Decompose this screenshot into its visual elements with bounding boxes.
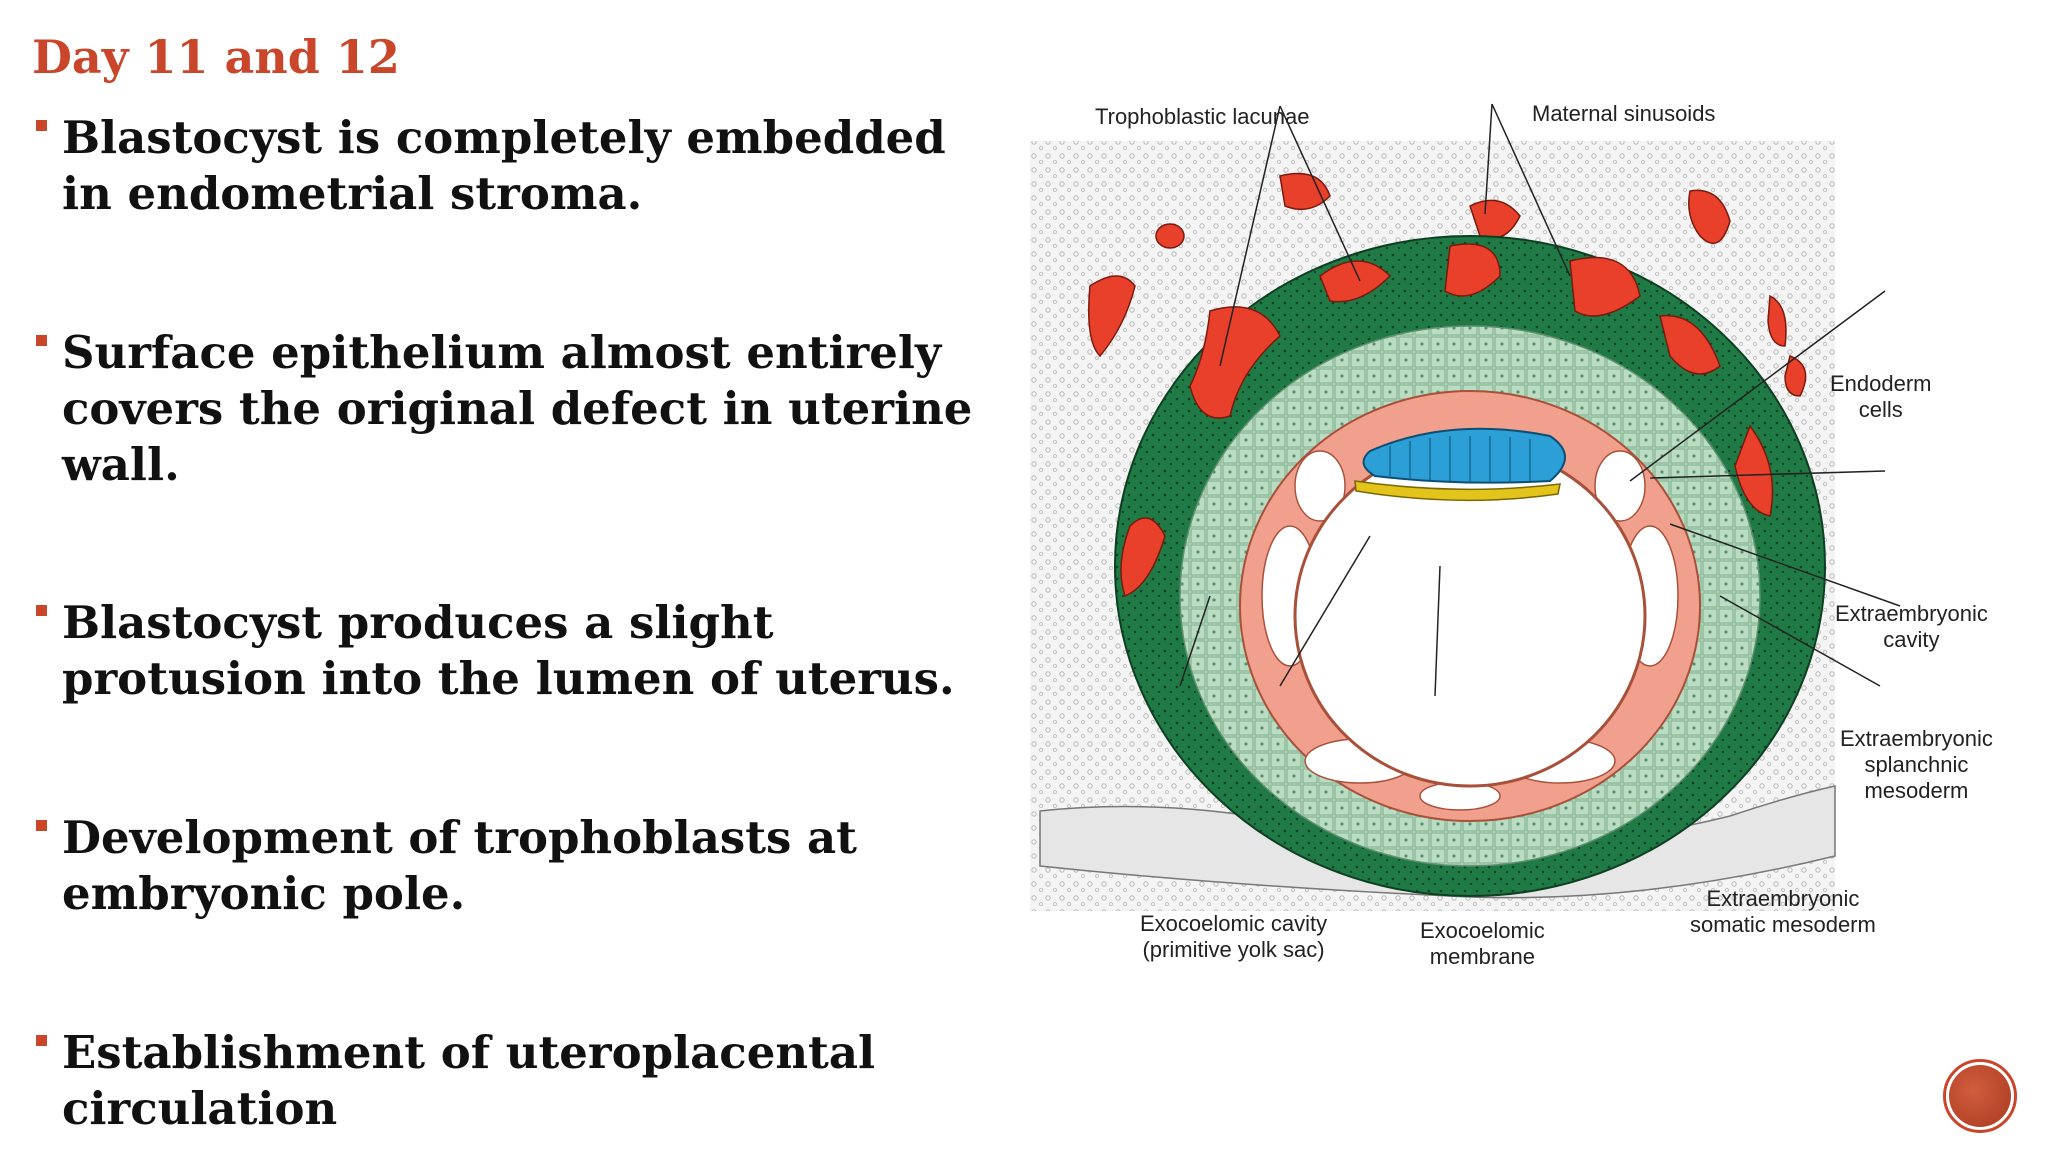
bullet-item: Blastocyst is completely embedded in end… [32, 110, 992, 222]
nav-circle-icon [1949, 1065, 2011, 1127]
implantation-diagram: Trophoblastic lacunae Maternal sinusoids… [1030, 96, 2030, 976]
bullet-item: Development of trophoblasts at embryonic… [32, 810, 992, 922]
label-line: Exocoelomic cavity [1140, 911, 1328, 936]
slide-title: Day 11 and 12 [32, 30, 400, 84]
blastocyst-illustration [1030, 103, 1901, 911]
label-line: cells [1858, 397, 1903, 422]
label-line: somatic mesoderm [1690, 912, 1876, 937]
bullet-line: Surface epithelium almost entirely [62, 326, 942, 379]
bullet-line: Establishment of uteroplacental [62, 1026, 876, 1079]
label-line: mesoderm [1864, 778, 1969, 803]
maternal-sinusoids [1088, 172, 1807, 397]
bullet-square-icon [36, 120, 47, 131]
slide-nav-button[interactable] [1943, 1059, 2017, 1133]
bullet-line: covers the original defect in uterine [62, 382, 973, 435]
epiblast-cells [1389, 436, 1531, 482]
bullet-square-icon [36, 1035, 47, 1046]
bullet-square-icon [36, 335, 47, 346]
bullet-line: Blastocyst produces a slight [62, 596, 774, 649]
label-splanchnic-mesoderm: Extraembryonic splanchnic mesoderm [1840, 726, 1993, 804]
bullet-line: Blastocyst is completely embedded [62, 111, 946, 164]
bullet-item: Surface epithelium almost entirely cover… [32, 325, 992, 493]
bullet-line: Development of trophoblasts at [62, 811, 857, 864]
hypoblast [1354, 480, 1561, 502]
label-endoderm-cells: Endoderm cells [1830, 371, 1932, 423]
label-line: (primitive yolk sac) [1142, 937, 1325, 962]
label-line: Extraembryonic [1840, 726, 1993, 751]
bullet-item: Establishment of uteroplacental circulat… [32, 1025, 992, 1137]
leader-lines [1179, 103, 1901, 697]
bullet-item: Blastocyst produces a slight protusion i… [32, 595, 992, 707]
label-line: Extraembryonic [1835, 601, 1988, 626]
label-trophoblastic-lacunae: Trophoblastic lacunae [1095, 104, 1310, 129]
bullet-square-icon [36, 605, 47, 616]
label-exocoelomic-membrane: Exocoelomic membrane [1420, 918, 1545, 970]
label-line: cavity [1883, 627, 1940, 652]
bullet-line: protusion into the lumen of uterus. [62, 652, 955, 705]
label-line: Extraembryonic [1706, 886, 1860, 911]
bullet-line: embryonic pole. [62, 867, 466, 920]
label-extraembryonic-cavity: Extraembryonic cavity [1835, 601, 1988, 653]
label-exocoelomic-cavity: Exocoelomic cavity (primitive yolk sac) [1140, 911, 1327, 963]
label-line: Exocoelomic [1420, 918, 1545, 943]
label-line: membrane [1429, 944, 1535, 969]
label-somatic-mesoderm: Extraembryonic somatic mesoderm [1690, 886, 1876, 938]
label-maternal-sinusoids: Maternal sinusoids [1532, 101, 1716, 126]
bullet-square-icon [36, 820, 47, 831]
label-line: splanchnic [1864, 752, 1969, 777]
epiblast [1362, 427, 1566, 484]
label-line: Endoderm [1830, 371, 1932, 396]
trophoblastic-lacunae [1120, 243, 1774, 597]
bullet-line: wall. [62, 438, 180, 491]
bullet-line: circulation [62, 1082, 338, 1135]
bullet-line: in endometrial stroma. [62, 167, 643, 220]
